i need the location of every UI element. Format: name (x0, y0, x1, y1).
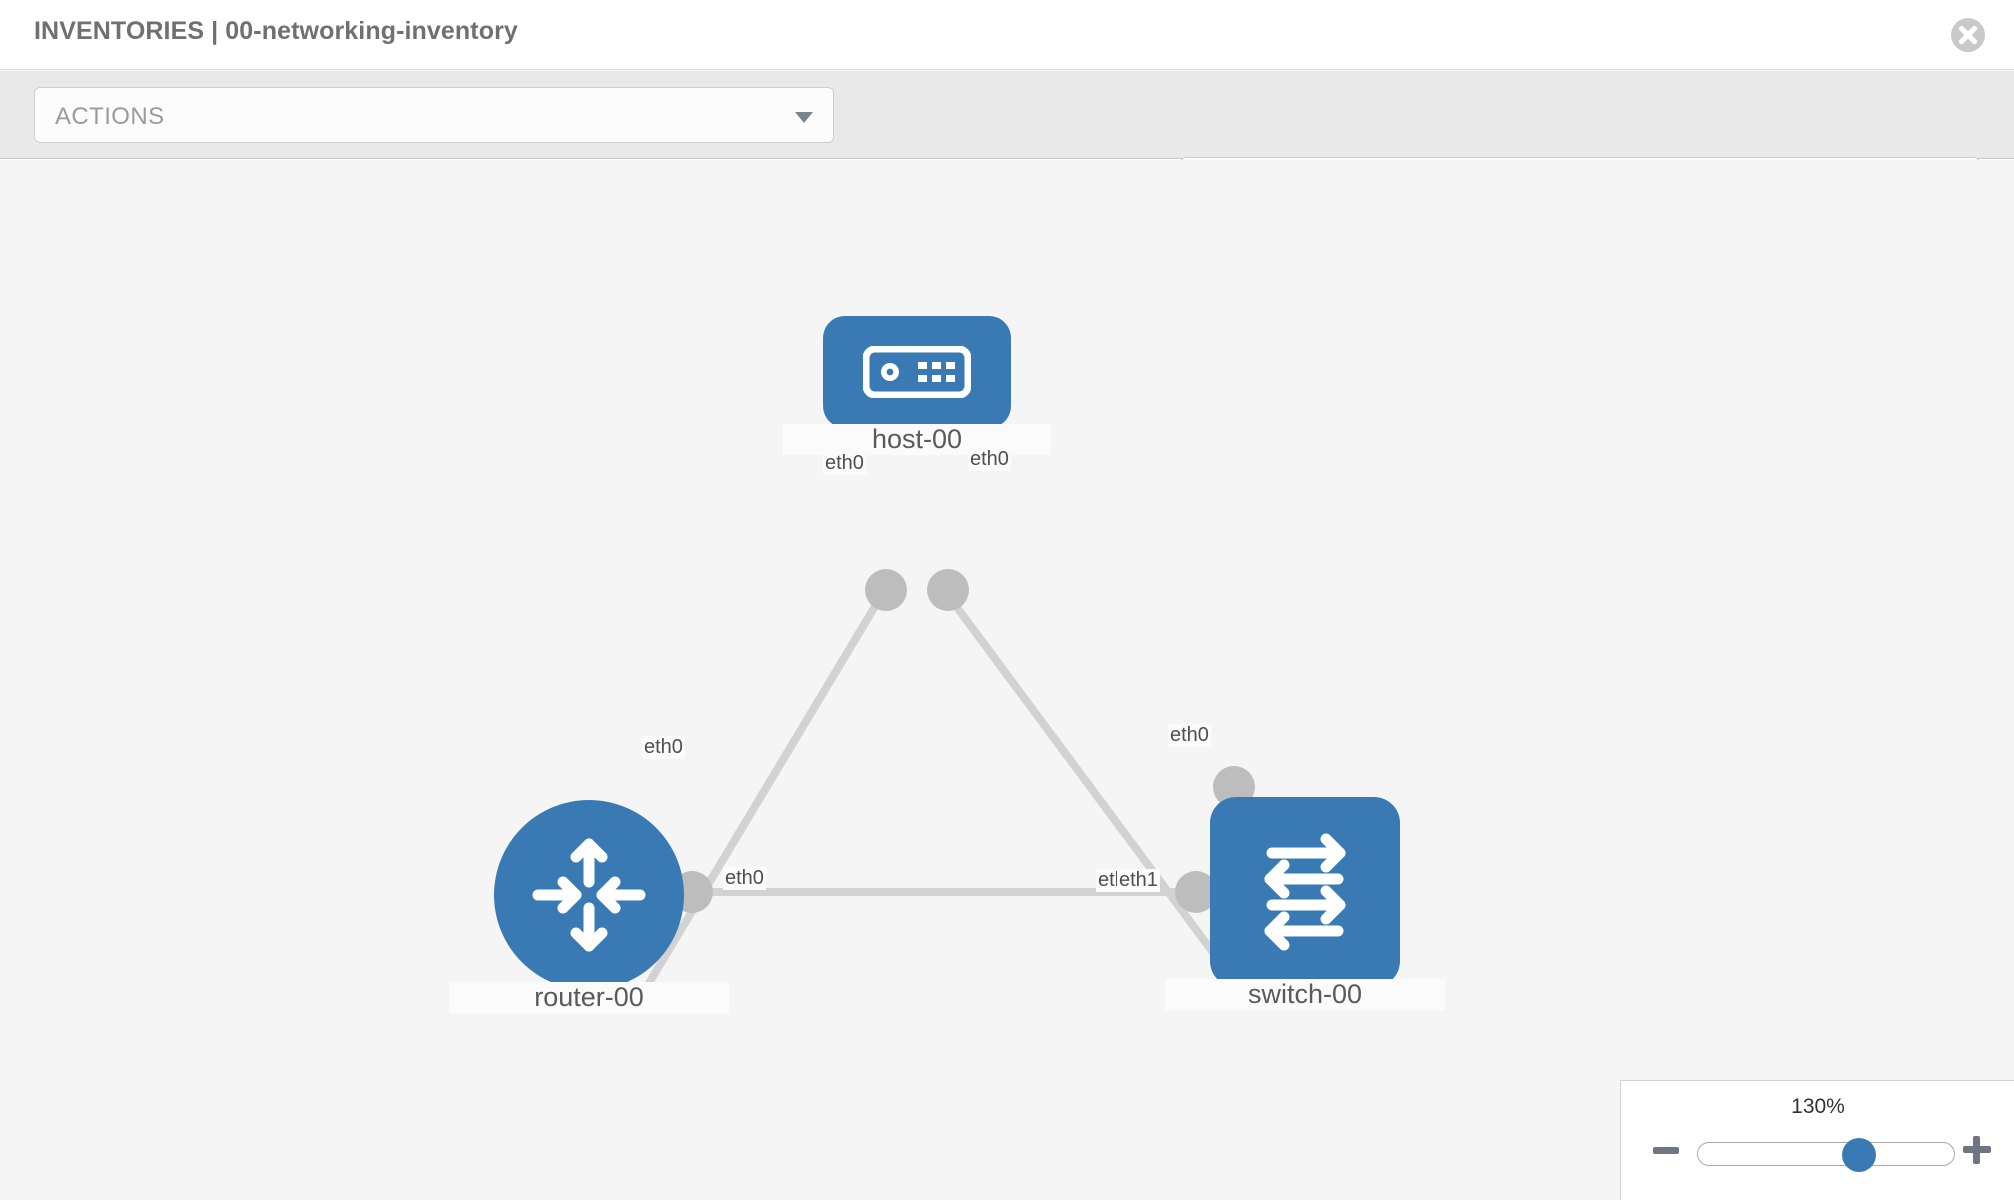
zoom-control-panel: 130% (1620, 1080, 2014, 1200)
node-router-00[interactable]: router-00 (449, 800, 729, 1013)
topology-canvas[interactable]: host-00 router-00 (0, 160, 2014, 1200)
toolbar: ACTIONS SEARCH (0, 71, 2014, 213)
port-label-host00-eth0-right: eth0 (968, 448, 1011, 471)
port-label-router00-eth0-up: eth0 (642, 736, 685, 759)
zoom-in-button[interactable] (1963, 1136, 1991, 1164)
node-label-router-00: router-00 (449, 982, 729, 1013)
close-icon[interactable] (1950, 17, 1986, 53)
chevron-down-icon (795, 112, 813, 123)
host-node-shape[interactable] (823, 316, 1011, 428)
zoom-slider-row (1621, 1133, 2014, 1173)
zoom-percent-label: 130% (1791, 1095, 1845, 1118)
actions-dropdown[interactable]: ACTIONS (34, 87, 834, 143)
node-switch-00[interactable]: switch-00 (1165, 797, 1445, 1010)
zoom-slider-handle[interactable] (1842, 1138, 1877, 1172)
connector-host00-right (927, 569, 969, 611)
port-label-switch00-eth1: eth1 (1117, 869, 1160, 892)
zoom-slider-track[interactable] (1697, 1138, 1955, 1172)
actions-dropdown-label: ACTIONS (55, 103, 165, 130)
server-icon (863, 346, 971, 398)
switch-arrows-icon (1264, 833, 1346, 951)
switch-node-shape[interactable] (1210, 797, 1400, 987)
topology-edges (636, 569, 1255, 1001)
port-label-switch00-eth0-up: eth0 (1168, 724, 1211, 747)
edge-host00-switch00 (946, 595, 1239, 985)
port-label-router00-eth0-right: eth0 (723, 867, 766, 890)
node-label-switch-00: switch-00 (1165, 979, 1445, 1010)
node-label-host-00: host-00 (783, 424, 1051, 455)
zoom-out-button[interactable] (1653, 1147, 1679, 1154)
router-node-shape[interactable] (494, 800, 684, 990)
window-header: INVENTORIES | 00-networking-inventory (0, 0, 2014, 70)
router-arrows-icon (532, 838, 646, 952)
page-title: INVENTORIES | 00-networking-inventory (34, 17, 518, 45)
node-host-00[interactable]: host-00 (783, 316, 1051, 455)
connector-switch00-left (1175, 871, 1217, 913)
port-label-host00-eth0-left: eth0 (823, 452, 866, 475)
edge-host00-router00 (636, 595, 884, 1001)
connector-host00-left (865, 569, 907, 611)
